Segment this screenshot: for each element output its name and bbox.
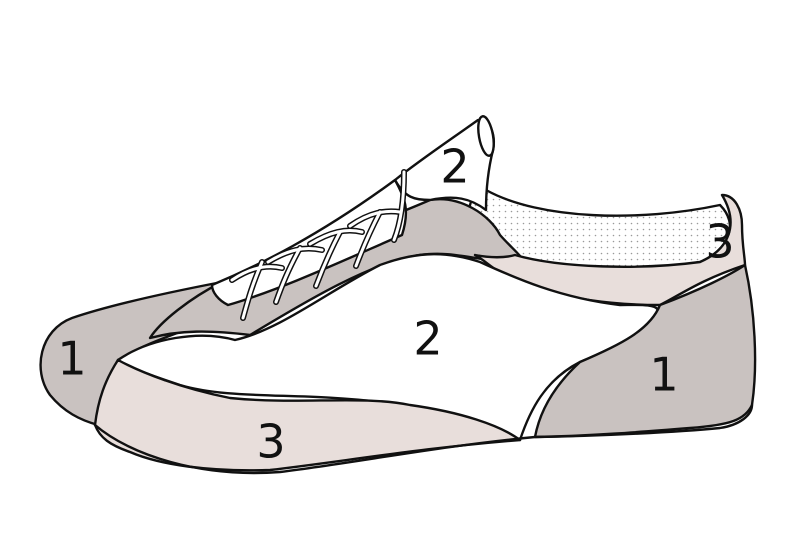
toe-zone-label: 1 bbox=[57, 332, 86, 386]
shoe-laces-fill bbox=[230, 170, 406, 320]
tongue-top-edge bbox=[477, 115, 495, 157]
lace-cross-4-fill bbox=[348, 209, 402, 228]
outsole-edge bbox=[93, 403, 754, 475]
lace-cross-2-fill bbox=[266, 247, 324, 264]
collar-zone-label: 3 bbox=[705, 215, 734, 269]
lace-cross-3-fill bbox=[308, 229, 364, 246]
tongue-zone-label: 2 bbox=[440, 140, 469, 194]
tongue-zone-2 bbox=[393, 118, 495, 212]
lace-3-fill bbox=[314, 230, 342, 288]
lace-4-fill bbox=[354, 210, 382, 268]
heel-zone-label: 1 bbox=[649, 348, 678, 402]
side-panel-zone-label: 2 bbox=[413, 312, 442, 366]
sole-band-zone-label: 3 bbox=[256, 415, 285, 469]
lace-5-fill bbox=[392, 170, 406, 242]
heel-zone-1 bbox=[533, 263, 757, 439]
lace-2-fill bbox=[274, 246, 302, 304]
lace-cross-1-fill bbox=[230, 265, 284, 282]
